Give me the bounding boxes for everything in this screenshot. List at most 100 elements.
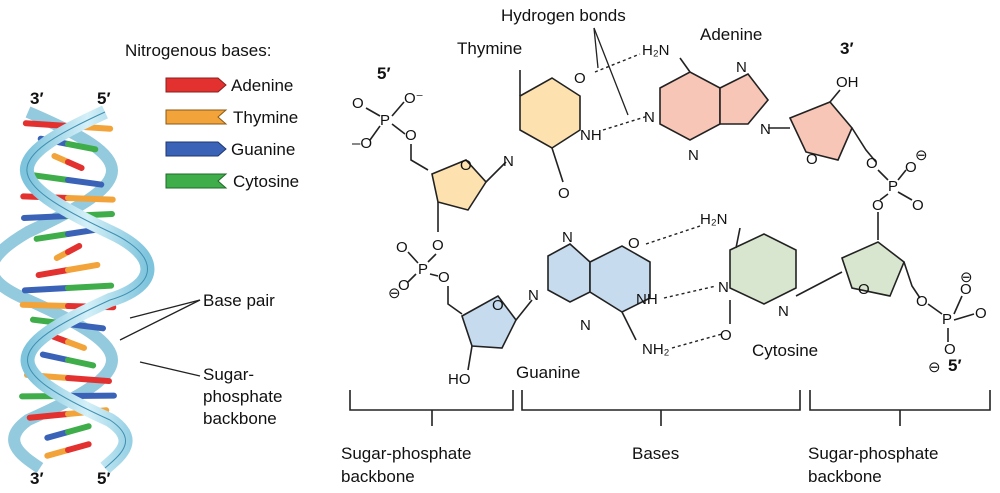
cytosine-label: Cytosine <box>752 341 818 360</box>
svg-text:O: O <box>405 127 417 144</box>
svg-text:O: O <box>460 157 472 174</box>
sugar-bottom-right <box>841 241 905 297</box>
svg-text:O: O <box>628 235 640 252</box>
svg-text:⊖: ⊖ <box>928 359 941 376</box>
base-rung <box>65 261 101 273</box>
svg-text:NH: NH <box>636 291 658 308</box>
adenine-label: Adenine <box>700 25 762 44</box>
base-rung <box>26 411 71 421</box>
svg-text:O: O <box>872 197 884 214</box>
backbone-pointer <box>139 361 201 377</box>
backbone-label-line-1: Sugar- <box>203 365 254 384</box>
base-rung <box>65 243 83 255</box>
svg-text:O: O <box>912 197 924 214</box>
legend-label-thymine: Thymine <box>233 108 298 127</box>
legend-item-thymine: Thymine <box>165 108 298 127</box>
adenine-ring: H₂N N N N N <box>642 42 790 164</box>
base-pair-pointer-2 <box>119 299 201 341</box>
svg-text:P: P <box>380 112 390 129</box>
strand-left-top-end: 5′ <box>377 64 391 83</box>
base-pair-pointer-1 <box>129 299 201 319</box>
sugar-top-left <box>431 159 488 211</box>
base-rung <box>44 429 71 441</box>
svg-text:O: O <box>866 155 878 172</box>
helix-bottom-left-end: 3′ <box>30 469 44 488</box>
phosphate-bottom-left: O P ⊖ O O <box>388 239 463 315</box>
svg-text:O: O <box>916 293 928 310</box>
glycosidic-bond-t <box>485 161 507 183</box>
bracket-left-line-2: backbone <box>341 467 415 486</box>
legend-title: Nitrogenous bases: <box>125 41 271 60</box>
bracket-right <box>809 390 991 411</box>
svg-text:P: P <box>418 261 428 278</box>
svg-text:N: N <box>644 109 655 126</box>
bracket-right-line-1: Sugar-phosphate <box>808 444 938 463</box>
svg-text:O: O <box>975 305 987 322</box>
svg-text:HO: HO <box>448 371 471 388</box>
svg-text:O: O <box>432 237 444 254</box>
svg-text:N: N <box>778 303 789 320</box>
adenine-swatch <box>165 77 227 93</box>
svg-text:N: N <box>718 279 729 296</box>
base-rung <box>31 172 71 183</box>
base-rung <box>39 351 71 363</box>
legend-item-guanine: Guanine <box>165 140 295 159</box>
helix-top-left-end: 3′ <box>30 89 44 108</box>
svg-text:O: O <box>438 269 450 286</box>
base-rung <box>65 375 112 385</box>
bracket-left <box>349 390 514 411</box>
svg-text:O: O <box>574 70 586 87</box>
double-helix: 3′ 5′ 3′ 5′ <box>0 89 155 488</box>
svg-text:N: N <box>736 59 747 76</box>
legend: Nitrogenous bases: Adenine Thymine Guani… <box>125 41 299 191</box>
base-rung <box>20 213 71 221</box>
base-rung <box>65 423 92 435</box>
svg-text:H₂N: H₂N <box>700 211 728 228</box>
svg-text:O: O <box>492 297 504 314</box>
svg-text:N: N <box>580 317 591 334</box>
base-rung <box>44 447 71 459</box>
phosphate-top-right: O P ⊖ O O O <box>866 147 928 240</box>
backbone-ribbon-back <box>0 106 118 474</box>
legend-label-cytosine: Cytosine <box>233 172 299 191</box>
phosphate-bottom-right: O P ⊖ O O O ⊖ <box>916 269 987 376</box>
svg-text:OH: OH <box>836 74 859 91</box>
svg-text:O: O <box>806 151 818 168</box>
base-rung <box>21 285 71 294</box>
helix-top-right-end: 5′ <box>97 89 111 108</box>
svg-text:O: O <box>398 277 410 294</box>
guanine-label: Guanine <box>516 363 580 382</box>
base-rung <box>65 141 99 153</box>
svg-text:O: O <box>905 159 917 176</box>
guanine-swatch <box>165 141 227 157</box>
base-rung <box>22 120 71 129</box>
strand-right-top-end: 3′ <box>840 39 854 58</box>
svg-text:N: N <box>562 229 573 246</box>
guanine-ring: N N N NH O NH₂ <box>528 225 723 358</box>
base-rung <box>35 267 71 279</box>
base-pair-label: Base pair <box>203 291 275 310</box>
bracket-right-line-2: backbone <box>808 467 882 486</box>
cytosine-swatch <box>165 173 228 189</box>
helix-callouts: Base pair Sugar- phosphate backbone <box>119 291 282 428</box>
cytosine-ring: H₂N N N O <box>700 211 843 344</box>
svg-text:–O: –O <box>352 135 372 152</box>
svg-text:O: O <box>720 327 732 344</box>
svg-text:O: O <box>944 341 956 358</box>
base-rung <box>65 339 87 351</box>
svg-text:P: P <box>942 311 952 328</box>
hbond-pointer-2 <box>593 27 629 116</box>
base-rung <box>65 159 85 171</box>
backbone-label-line-3: backbone <box>203 409 277 428</box>
legend-label-adenine: Adenine <box>231 76 293 95</box>
svg-text:O⁻: O⁻ <box>404 90 424 107</box>
base-rung <box>65 195 116 203</box>
hbond-pointer-1 <box>593 27 599 69</box>
legend-item-cytosine: Cytosine <box>165 172 299 191</box>
base-rung <box>65 441 92 453</box>
sugar-top-right <box>788 101 853 161</box>
svg-text:N: N <box>503 153 514 170</box>
svg-text:H₂N: H₂N <box>642 42 670 59</box>
bracket-middle <box>521 390 801 411</box>
